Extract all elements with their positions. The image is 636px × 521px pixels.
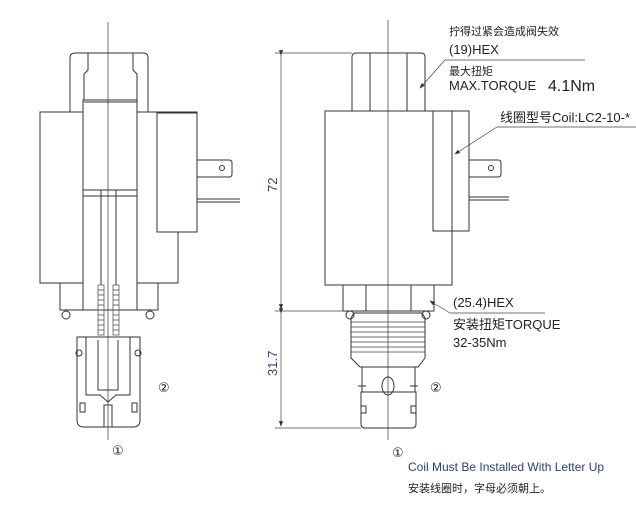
- install-torque-label: 安装扭矩TORQUE: [453, 317, 561, 332]
- coil-right-section: [137, 111, 198, 284]
- callouts: 拧得过紧会造成阀失效 (19)HEX 最大扭矩 MAX.TORQUE 4.1Nm…: [408, 24, 636, 495]
- coil-connector: [432, 110, 470, 232]
- armature-tube: [82, 99, 138, 311]
- thread: [350, 312, 426, 368]
- install-torque-value: 32-35Nm: [453, 335, 506, 350]
- coil-left-section: [39, 111, 84, 284]
- hex-top-warning: 拧得过紧会造成阀失效: [449, 24, 559, 38]
- coil-connector-pin: [469, 159, 502, 178]
- install-note-cn: 安装线圈时，字母必须朝上。: [408, 481, 551, 495]
- bottom-hex: [342, 284, 435, 312]
- spring: [97, 284, 120, 336]
- max-torque-value: 4.1Nm: [548, 78, 595, 95]
- coil-nut: [69, 52, 149, 112]
- port-2-label-left: ②: [158, 380, 170, 395]
- port-1-label-right: ①: [392, 445, 404, 460]
- lower-hex-section: [59, 283, 159, 311]
- exterior-view: ② ①: [324, 20, 509, 460]
- connector-pin: [197, 159, 233, 178]
- max-torque-cn: 最大扭矩: [449, 64, 493, 78]
- dimension-overall: 72: [265, 178, 280, 192]
- install-note-en: Coil Must Be Installed With Letter Up: [408, 460, 604, 474]
- top-hex-nut: [351, 52, 426, 112]
- port-2-label-right: ②: [430, 380, 442, 395]
- coil-model-label: 线圈型号Coil:LC2-10-*: [500, 110, 630, 125]
- hex-top-size: (19)HEX: [449, 42, 499, 57]
- cartridge-body-section: [76, 336, 141, 428]
- dimensions: 72 31.7: [265, 50, 361, 429]
- port-1-label-left: ①: [112, 443, 124, 458]
- section-view: ① ②: [39, 22, 240, 458]
- connector-housing: [156, 112, 198, 233]
- max-torque-label: MAX.TORQUE: [449, 78, 536, 93]
- dimension-cartridge: 31.7: [265, 351, 280, 376]
- hex-bottom-size: (25.4)HEX: [453, 295, 514, 310]
- cartridge-lower: [361, 367, 416, 392]
